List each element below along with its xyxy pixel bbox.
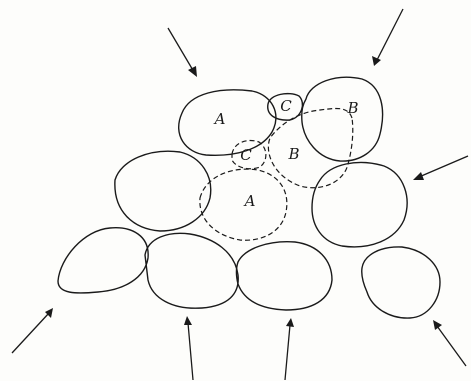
grain-a-solid [179,90,276,155]
arrow-right [413,156,468,180]
label-b-dashed: B [287,145,299,163]
arrow-bottom-left [12,308,53,353]
grain-bottom-2 [145,233,238,308]
grain-bottom-right [362,247,440,318]
label-c-solid: C [280,97,292,115]
grain-mid-left [115,151,211,231]
label-a-lower: A [243,192,256,210]
arrow-bottom-center-left [184,316,193,380]
grain-mid-right [312,162,407,246]
arrow-top-left [168,28,197,77]
grain-bottom-3 [237,242,333,310]
arrow-bottom-right [433,320,466,366]
label-a-upper: A [213,110,226,128]
grain-bottom-left [58,228,148,293]
label-c-dashed: C [240,146,252,164]
label-b-solid: B [346,99,358,117]
arrow-bottom-center-right [285,318,294,380]
grain-b-solid [302,77,383,161]
grain-b-dashed [268,108,352,187]
arrow-top-right [372,9,403,66]
grain-a-dashed [200,169,287,240]
